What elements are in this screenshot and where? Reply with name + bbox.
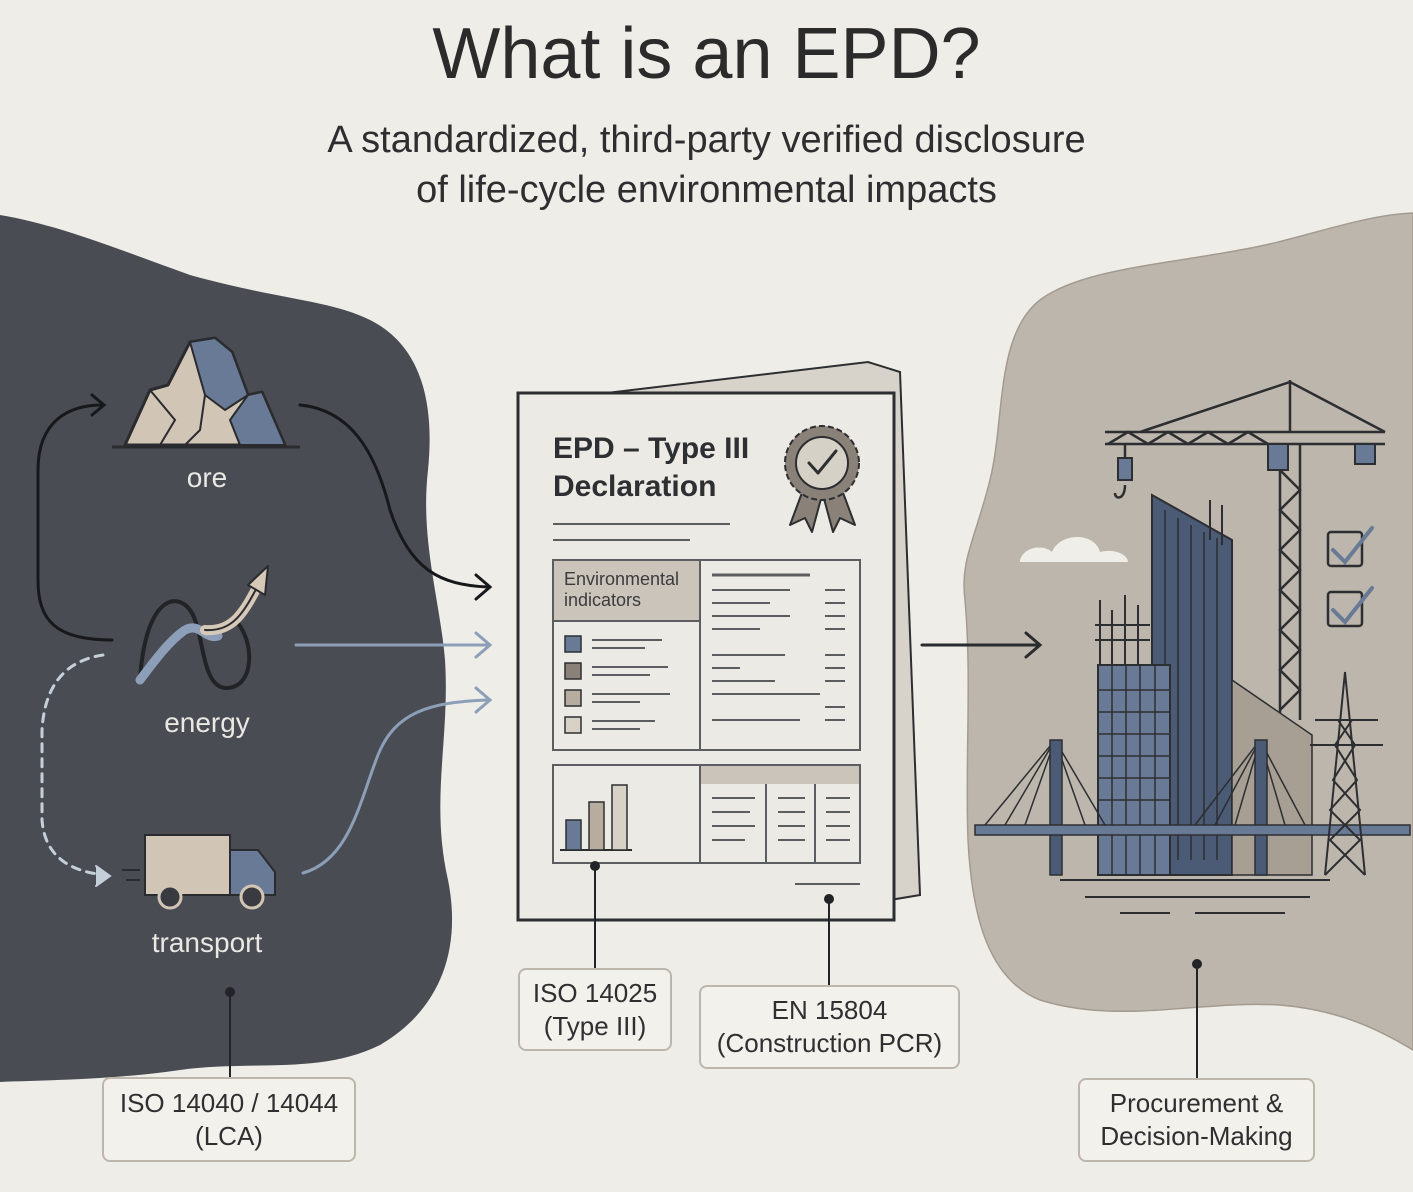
energy-label: energy — [164, 707, 250, 738]
pcr-standard-line-2: (Construction PCR) — [716, 1028, 943, 1058]
type3-standard-line-2: (Type III) — [543, 1010, 647, 1041]
construction-scene — [974, 380, 1411, 914]
document-title-line-1: EPD – Type III — [553, 432, 750, 465]
subtitle-line-2: of life-cycle environmental impacts — [416, 169, 997, 211]
ore-icon — [112, 336, 300, 449]
doc-bar-2 — [588, 801, 605, 851]
page-title: What is an EPD? — [432, 14, 981, 94]
doc-bar-1 — [565, 819, 582, 851]
energy-icon — [135, 565, 269, 691]
pcr-standard-box: EN 15804 (Construction PCR) — [699, 985, 960, 1069]
document-title-line-2: Declaration — [553, 470, 717, 503]
left-panel — [0, 215, 453, 1082]
lca-standard-line-1: ISO 14040 / 14044 — [119, 1087, 339, 1118]
subtitle: A standardized, third-party verified dis… — [0, 115, 1413, 215]
subtitle-line-1: A standardized, third-party verified dis… — [327, 119, 1086, 161]
procurement-box: Procurement & Decision-Making — [1078, 1078, 1315, 1162]
output-arrow — [920, 631, 1043, 659]
indicators-heading: Environmental indicators — [564, 569, 679, 611]
flow-arrows — [36, 393, 493, 887]
indicators-heading-line-1: Environmental — [564, 569, 680, 589]
procurement-line-2: Decision-Making — [1100, 1121, 1293, 1151]
indicators-heading-line-2: indicators — [564, 590, 642, 610]
pcr-standard-line-1: EN 15804 — [771, 995, 888, 1025]
verified-seal-icon — [784, 425, 860, 533]
document-title: EPD – Type III Declaration — [553, 430, 749, 506]
ore-label: ore — [186, 462, 228, 493]
lca-standard-line-2: (LCA) — [195, 1120, 263, 1151]
procurement-line-1: Procurement & — [1109, 1088, 1284, 1118]
doc-bar-chart — [560, 784, 632, 851]
doc-bar-3 — [611, 784, 628, 851]
type3-standard-line-1: ISO 14025 — [532, 977, 658, 1008]
lca-standard-box: ISO 14040 / 14044 (LCA) — [102, 1077, 356, 1162]
type3-standard-box: ISO 14025 (Type III) — [518, 968, 672, 1051]
truck-icon — [122, 834, 276, 910]
transport-label: transport — [151, 927, 263, 958]
